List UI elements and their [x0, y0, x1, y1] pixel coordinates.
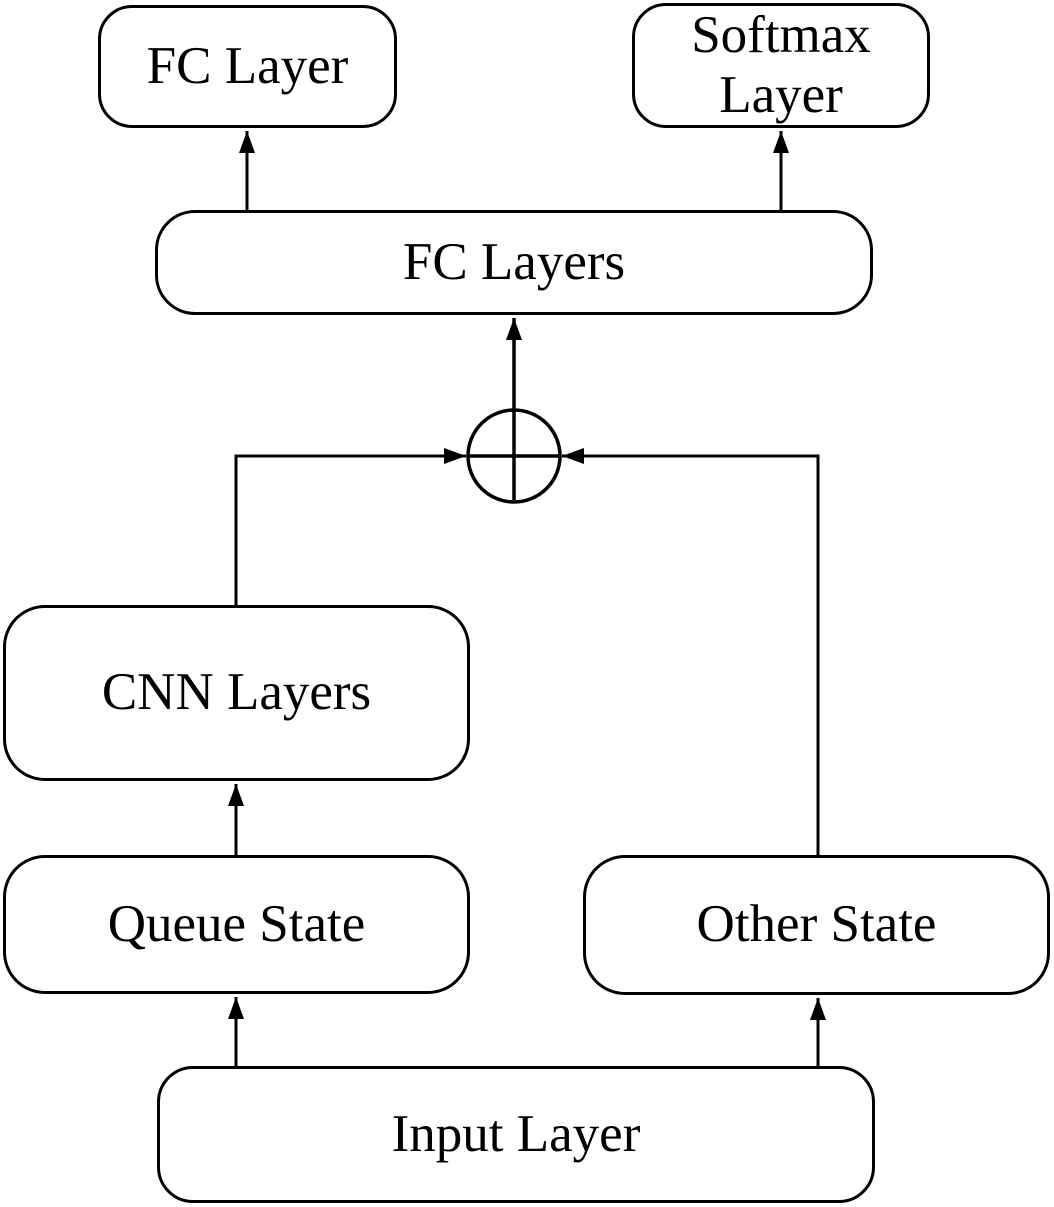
node-other-state-label: Other State: [696, 895, 937, 954]
node-softmax-layer-label: Softmax Layer: [691, 5, 871, 124]
node-other-state: Other State: [583, 855, 1050, 995]
node-fc-layer-label: FC Layer: [146, 36, 349, 95]
node-cnn-layers-label: CNN Layers: [101, 663, 372, 722]
node-queue-state-label: Queue State: [107, 894, 366, 953]
node-fc-layer: FC Layer: [98, 5, 397, 128]
node-queue-state: Queue State: [3, 855, 470, 994]
node-input-layer-label: Input Layer: [391, 1104, 641, 1163]
edge-cnnlayers-to-addnode: [234, 448, 466, 605]
node-cnn-layers: CNN Layers: [3, 605, 470, 781]
node-fc-layers: FC Layers: [155, 210, 873, 315]
edge-otherstate-to-addnode: [562, 448, 820, 855]
node-softmax-layer: Softmax Layer: [632, 3, 930, 128]
node-input-layer: Input Layer: [157, 1066, 875, 1203]
node-fc-layers-label: FC Layers: [402, 232, 626, 291]
